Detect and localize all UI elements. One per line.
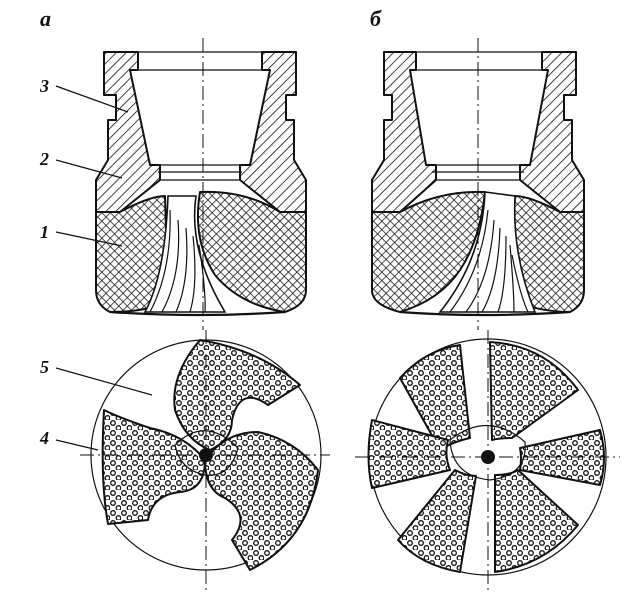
matrix-crown-left-b [371,190,486,313]
panel-label-a: а [40,6,51,31]
flushing-channel-a [143,195,227,313]
steel-body-right-b [519,51,585,213]
blades-b [367,341,605,573]
blade-b-6 [367,419,451,489]
matrix-crown-right-a [196,190,307,313]
steel-body-left-a [95,51,161,213]
blade-b-5 [397,469,477,573]
callout-1: 1 [40,222,49,242]
blade-b-2 [489,341,579,441]
channel-lines-a [149,209,206,313]
callout-5: 5 [40,357,49,377]
blade-a-right [204,431,319,571]
panel-label-b: б [370,6,382,31]
matrix-crown-right-b [509,195,585,313]
callouts: 3 2 1 5 4 [39,76,153,451]
blade-b-4 [494,469,579,573]
section-view-a [95,51,307,317]
blade-b-3 [519,429,605,486]
section-view-b [371,51,585,317]
blade-a-left [101,409,206,525]
steel-body-left-b [371,51,437,213]
callout-4: 4 [39,428,49,448]
flushing-channel-b [438,191,537,313]
blade-a-top [173,339,301,451]
channel-lines-b [449,209,529,313]
steel-body-right-a [239,51,307,213]
callout-3: 3 [39,76,49,96]
callout-2: 2 [39,149,49,169]
